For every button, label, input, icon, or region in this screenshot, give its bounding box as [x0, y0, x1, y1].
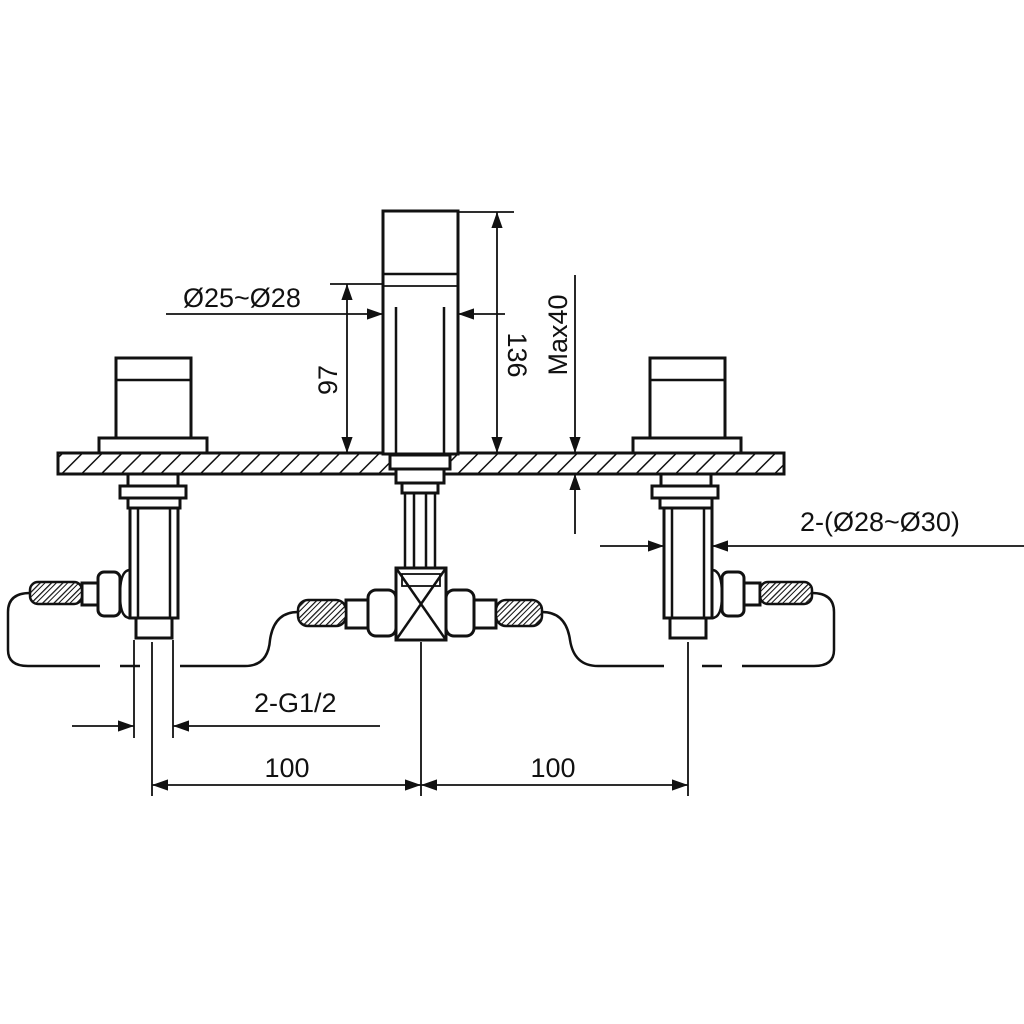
- dim-spout-total-label: 136: [502, 332, 532, 377]
- dim-spout-diameter-label: Ø25~Ø28: [183, 283, 301, 313]
- spout: [381, 209, 460, 568]
- left-handle: [28, 356, 209, 640]
- hoses: [6, 591, 836, 668]
- right-handle: [631, 356, 814, 640]
- dim-spacing: 100 100: [151, 642, 689, 796]
- dim-handle-hole-label: 2-(Ø28~Ø30): [800, 507, 960, 537]
- dim-handle-hole: 2-(Ø28~Ø30): [600, 507, 1024, 552]
- dim-inlet-thread-label: 2-G1/2: [254, 688, 337, 718]
- dim-deck-thickness-label: Max40: [543, 294, 573, 375]
- dim-spout-total: 136: [458, 211, 532, 453]
- t-connector: [296, 566, 544, 642]
- dim-inlet-thread: 2-G1/2: [72, 640, 380, 738]
- dim-spout-height-label: 97: [313, 365, 343, 395]
- dim-left-spacing-label: 100: [264, 753, 309, 783]
- dim-deck-thickness: Max40: [543, 275, 581, 534]
- dim-spout-height: 97: [313, 284, 353, 453]
- dim-right-spacing-label: 100: [530, 753, 575, 783]
